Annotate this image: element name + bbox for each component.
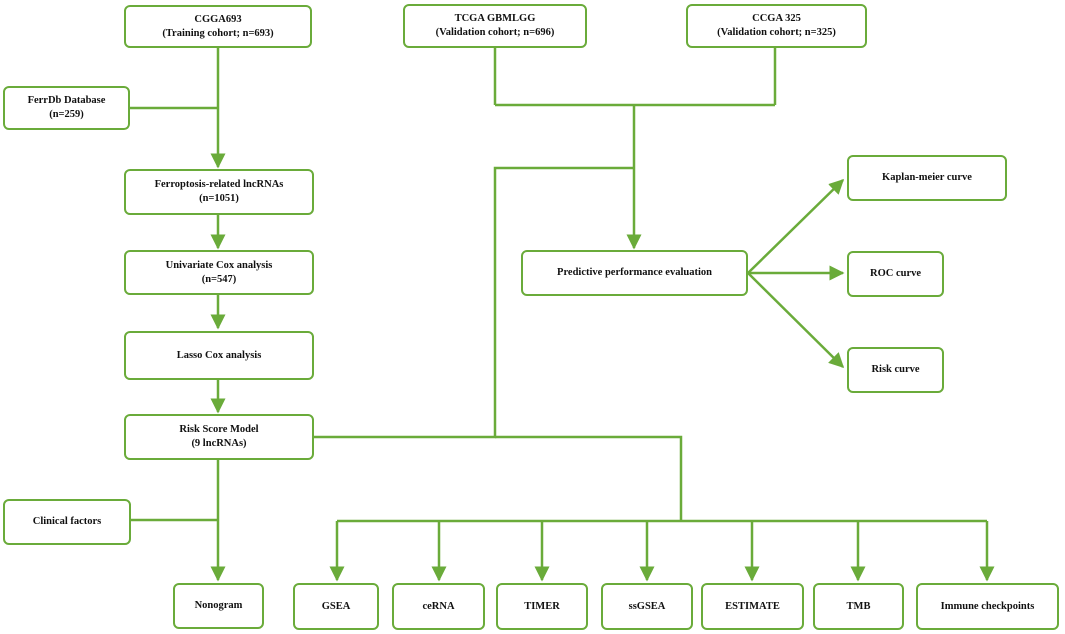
- edge-predictive-to-kaplan: [747, 178, 845, 274]
- node-tcga: TCGA GBMLGG (Validation cohort; n=696): [403, 4, 587, 48]
- node-univariate: Univariate Cox analysis (n=547): [124, 250, 314, 295]
- node-estimate: ESTIMATE: [701, 583, 804, 630]
- node-immune-line1: Immune checkpoints: [940, 600, 1035, 612]
- node-risk-curve: Risk curve: [847, 347, 944, 393]
- node-timer-line1: TIMER: [524, 600, 560, 612]
- node-kaplan-line1: Kaplan-meier curve: [882, 172, 972, 184]
- node-nomogram-line1: Nonogram: [194, 600, 243, 612]
- node-univariate-line2: (n=547): [201, 273, 237, 285]
- node-cerna: ceRNA: [392, 583, 485, 630]
- node-univariate-line1: Univariate Cox analysis: [165, 259, 273, 271]
- node-immune: Immune checkpoints: [916, 583, 1059, 630]
- node-cgga693: CGGA693 (Training cohort; n=693): [124, 5, 312, 48]
- node-predictive: Predictive performance evaluation: [521, 250, 748, 296]
- node-lasso-line1: Lasso Cox analysis: [176, 349, 262, 361]
- node-gsea: GSEA: [293, 583, 379, 630]
- node-ccga325-line2: (Validation cohort; n=325): [717, 27, 836, 38]
- node-ferroptosis: Ferroptosis-related lncRNAs (n=1051): [124, 169, 314, 215]
- node-tcga-line1: TCGA GBMLGG: [454, 13, 536, 25]
- node-ferroptosis-line1: Ferroptosis-related lncRNAs: [154, 179, 284, 191]
- node-ferrdb-line2: (n=259): [49, 109, 84, 120]
- node-tmb: TMB: [813, 583, 904, 630]
- node-risk-model: Risk Score Model (9 lncRNAs): [124, 414, 314, 460]
- node-ssgsea: ssGSEA: [601, 583, 693, 630]
- node-risk-curve-line1: Risk curve: [871, 364, 920, 376]
- node-kaplan: Kaplan-meier curve: [847, 155, 1007, 201]
- node-risk-model-line1: Risk Score Model: [179, 424, 259, 436]
- node-ccga325-line1: CCGA 325: [752, 13, 801, 25]
- node-ccga325: CCGA 325 (Validation cohort; n=325): [686, 4, 867, 48]
- edge-predictive-to-riskcurve: [747, 272, 845, 369]
- node-gsea-line1: GSEA: [321, 600, 351, 612]
- edge-risk-to-predictive: [314, 166, 634, 439]
- node-risk-model-line2: (9 lncRNAs): [191, 438, 247, 449]
- node-roc-line1: ROC curve: [869, 268, 922, 280]
- node-nomogram: Nonogram: [173, 583, 264, 629]
- node-ferrdb-line1: FerrDb Database: [27, 95, 106, 107]
- node-ferroptosis-line2: (n=1051): [199, 193, 239, 204]
- edge-risk-to-bottom: [495, 435, 683, 521]
- node-tmb-line1: TMB: [846, 600, 871, 612]
- node-predictive-line1: Predictive performance evaluation: [557, 267, 712, 279]
- node-lasso: Lasso Cox analysis: [124, 331, 314, 380]
- node-estimate-line1: ESTIMATE: [725, 600, 780, 612]
- node-clinical: Clinical factors: [3, 499, 131, 545]
- node-cgga693-line2: (Training cohort; n=693): [162, 27, 274, 39]
- node-roc: ROC curve: [847, 251, 944, 297]
- node-clinical-line1: Clinical factors: [32, 516, 102, 528]
- node-cerna-line1: ceRNA: [422, 600, 455, 612]
- node-tcga-line2: (Validation cohort; n=696): [435, 27, 555, 38]
- node-timer: TIMER: [496, 583, 588, 630]
- node-ferrdb: FerrDb Database (n=259): [3, 86, 130, 130]
- node-cgga693-line1: CGGA693: [194, 13, 242, 25]
- node-ssgsea-line1: ssGSEA: [628, 600, 666, 612]
